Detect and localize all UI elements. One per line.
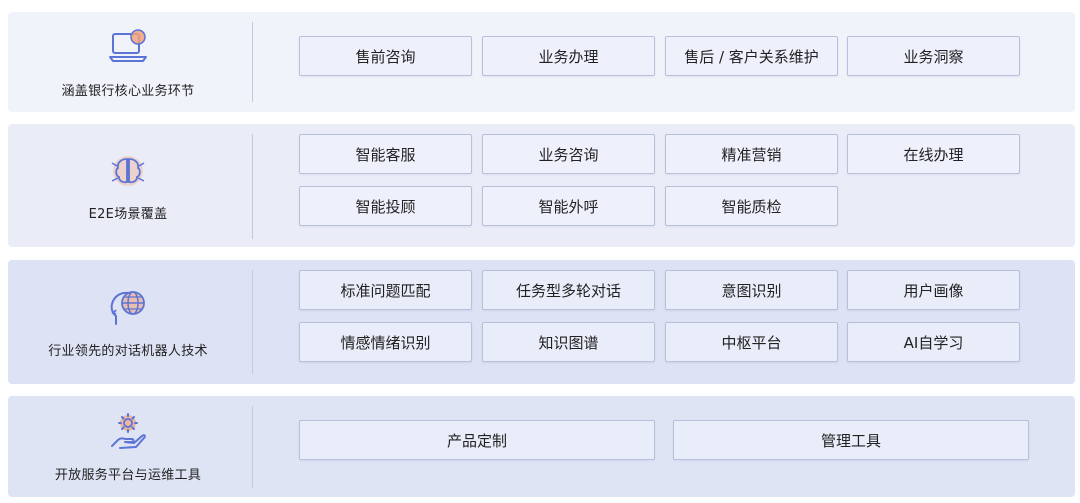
row-header: 开放服务平台与运维工具: [8, 396, 248, 497]
item-smart-outbound: 智能外呼: [482, 186, 655, 226]
item-smart-service: 智能客服: [299, 134, 472, 174]
item-aftersales: 售后 / 客户关系维护: [665, 36, 838, 76]
item-multi-turn-dialog: 任务型多轮对话: [482, 270, 655, 310]
row-header: 涵盖银行核心业务环节: [8, 12, 248, 112]
item-business-consult: 业务咨询: [482, 134, 655, 174]
hand-gear-icon: [111, 413, 146, 449]
item-hub-platform: 中枢平台: [665, 322, 838, 362]
divider: [252, 270, 253, 374]
item-knowledge-graph: 知识图谱: [482, 322, 655, 362]
row-label: 行业领先的对话机器人技术: [48, 343, 208, 359]
row-core-business: 涵盖银行核心业务环节 售前咨询 业务办理 售后 / 客户关系维护 业务洞察: [8, 12, 1075, 112]
row-dialog-tech: 行业领先的对话机器人技术 标准问题匹配 任务型多轮对话 意图识别 用户画像 情感…: [8, 260, 1075, 384]
brain-circuit-icon: [111, 156, 145, 186]
row-label: E2E场景覆盖: [88, 207, 168, 222]
row-e2e-scenarios: E2E场景覆盖 智能客服 业务咨询 精准营销 在线办理 智能投顾 智能外呼 智能…: [8, 124, 1075, 247]
divider: [252, 406, 253, 488]
item-intent-recognition: 意图识别: [665, 270, 838, 310]
item-user-profile: 用户画像: [847, 270, 1020, 310]
item-product-customization: 产品定制: [299, 420, 655, 460]
item-emotion-recognition: 情感情绪识别: [299, 322, 472, 362]
row-header: 行业领先的对话机器人技术: [8, 260, 248, 384]
row-open-platform: 开放服务平台与运维工具 产品定制 管理工具: [8, 396, 1075, 497]
item-business-insight: 业务洞察: [847, 36, 1020, 76]
row-header: E2E场景覆盖: [8, 124, 248, 247]
item-smart-advisor: 智能投顾: [299, 186, 472, 226]
item-smart-qc: 智能质检: [665, 186, 838, 226]
head-globe-icon: [110, 290, 145, 325]
divider: [252, 22, 253, 102]
row-label: 开放服务平台与运维工具: [54, 468, 202, 483]
item-precision-marketing: 精准营销: [665, 134, 838, 174]
item-business-handling: 业务办理: [482, 36, 655, 76]
item-presales-consult: 售前咨询: [299, 36, 472, 76]
item-online-handling: 在线办理: [847, 134, 1020, 174]
row-label: 涵盖银行核心业务环节: [61, 83, 195, 99]
item-standard-question-match: 标准问题匹配: [299, 270, 472, 310]
divider: [252, 134, 253, 239]
item-ai-self-learning: AI自学习: [847, 322, 1020, 362]
laptop-icon: [109, 28, 147, 62]
item-management-tools: 管理工具: [673, 420, 1029, 460]
